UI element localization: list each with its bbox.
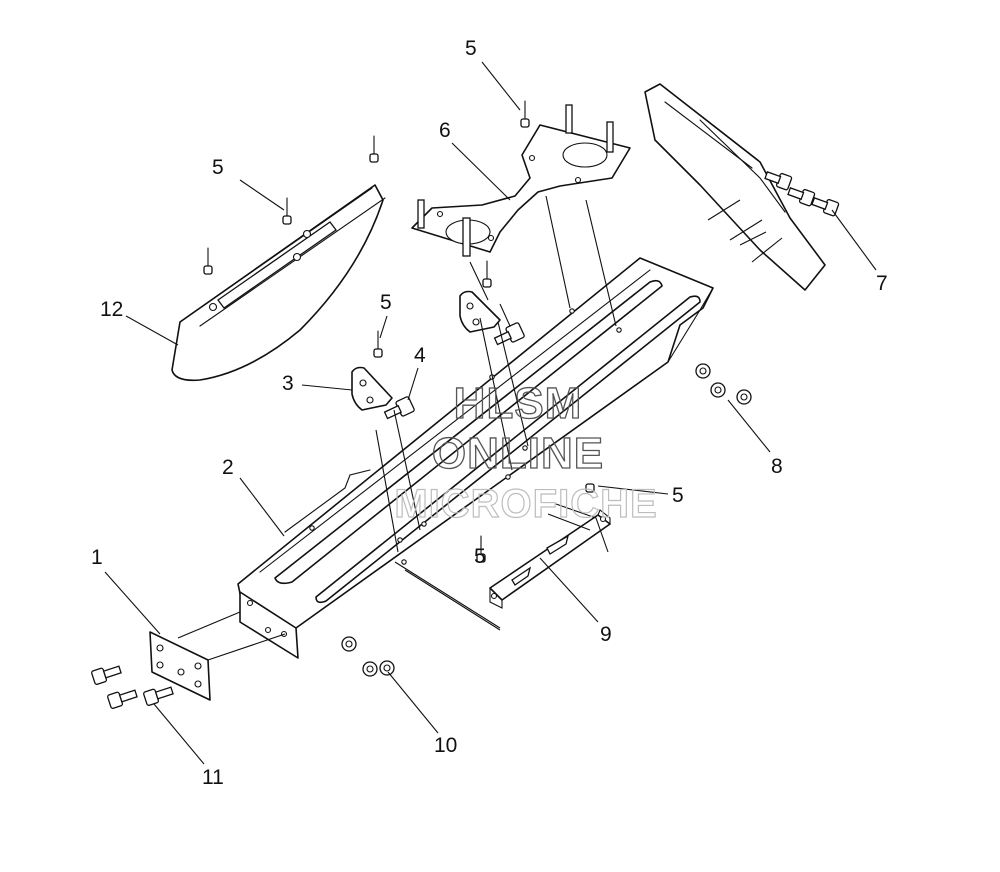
callout-2: 2	[222, 456, 234, 479]
callout-4: 4	[414, 344, 426, 367]
callout-5c: 5	[465, 37, 477, 60]
callout-8: 8	[771, 455, 783, 478]
part-4-bolt	[383, 396, 415, 420]
part-11-bolts	[91, 665, 174, 709]
bracket-right	[459, 290, 501, 333]
callout-11: 11	[202, 766, 224, 789]
callout-7: 7	[876, 272, 888, 295]
part-12-cover	[171, 184, 386, 382]
watermark-line-2: ONLINE	[432, 429, 604, 478]
callout-5b: 5	[380, 291, 392, 314]
part-7-bolts	[764, 171, 840, 217]
callout-3: 3	[282, 372, 294, 395]
bolt-right	[493, 322, 525, 346]
part-9-support-bar	[489, 509, 611, 609]
assembly-lines	[375, 195, 783, 631]
callout-12: 12	[100, 298, 123, 321]
watermark-line-3: MICROFICHE	[394, 482, 657, 526]
watermark: HLSM ONLINE MICROFICHE	[394, 378, 658, 526]
callout-6: 6	[439, 119, 451, 142]
part-6-bracket	[411, 104, 631, 257]
part-1-mount-plate	[149, 631, 211, 701]
assembly-line	[177, 611, 241, 639]
part-10-nuts	[341, 636, 395, 677]
callout-1: 1	[91, 546, 103, 569]
callout-10: 10	[434, 734, 457, 757]
callout-labels: 1 2 3 4 5 5 5 5 5 6 7 8 9 10 11 12	[91, 37, 888, 789]
part-5-rivets	[203, 100, 595, 563]
callout-9: 9	[600, 623, 612, 646]
part-3-bracket	[351, 366, 393, 411]
callout-5d: 5	[672, 484, 684, 507]
callout-leaders	[104, 61, 877, 765]
watermark-line-1: HLSM	[454, 379, 583, 428]
callout-5e: 5	[474, 545, 486, 568]
callout-5a: 5	[212, 156, 224, 179]
assembly-line	[207, 633, 286, 661]
part-7-side-guard	[644, 83, 826, 291]
part-8-nuts	[695, 363, 752, 405]
